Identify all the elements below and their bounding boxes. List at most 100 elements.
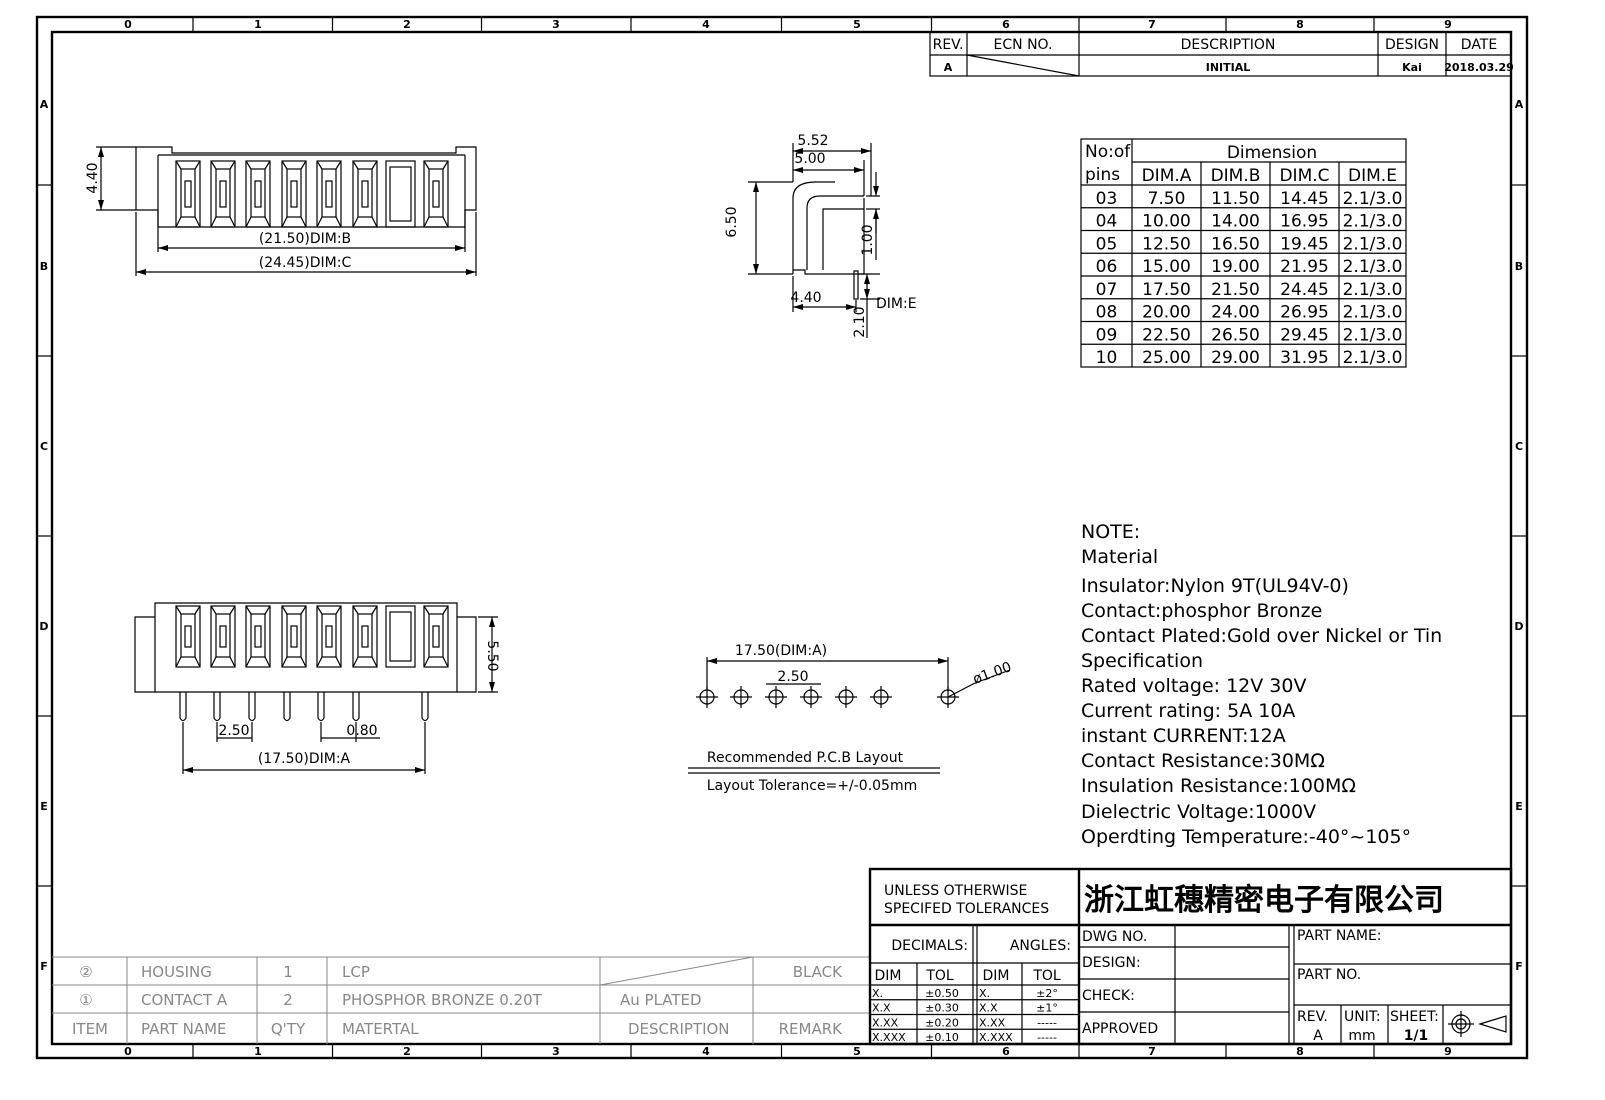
table-cell: 2.1/3.0 <box>1343 280 1403 300</box>
table-cell: 15.00 <box>1142 257 1191 277</box>
approved-label: APPROVED <box>1082 1021 1158 1037</box>
cavity-bevel <box>194 160 201 170</box>
side-width-1: 5.52 <box>797 133 828 149</box>
angle-dim: X.X <box>979 1002 998 1015</box>
contact-pin <box>421 692 429 722</box>
cavity-bevel <box>229 216 236 228</box>
cavity-bevel <box>210 216 217 228</box>
cavity-bevel <box>300 605 307 615</box>
tol-dim: X.X <box>872 1002 891 1015</box>
cavity-inner <box>215 613 231 658</box>
table-cell: 2.1/3.0 <box>1343 303 1403 323</box>
bom-header-description: DESCRIPTION <box>628 1020 730 1038</box>
contact-cavity <box>175 605 201 668</box>
cavity-bevel <box>245 216 252 228</box>
cavity-bevel <box>335 216 342 228</box>
column-header: DIM.E <box>1348 166 1397 186</box>
cavity-bevel <box>229 656 236 668</box>
bom-qty: 2 <box>283 991 293 1009</box>
cavity-inner <box>286 613 302 658</box>
zone-column-label: 5 <box>853 18 861 31</box>
contact-spring <box>254 625 262 648</box>
design-label: DESIGN: <box>1082 955 1141 971</box>
date-header: DATE <box>1461 37 1497 53</box>
table-cell: 16.50 <box>1211 234 1260 254</box>
column-header: DIM.B <box>1211 166 1261 186</box>
bom-item: ① <box>79 991 92 1009</box>
contact-pin <box>352 692 360 722</box>
table-cell: 16.95 <box>1280 212 1329 232</box>
cavity-inner <box>357 613 373 658</box>
cavity-inner <box>321 613 337 658</box>
top-view: 4.40 (21.50)DIM:B (24.45)DIM:C <box>85 146 477 276</box>
contact-pin <box>248 692 256 722</box>
side-offset-dim: 1.00 <box>860 224 876 255</box>
cavity-bevel <box>316 160 323 170</box>
angle-tol: ----- <box>1037 1016 1057 1029</box>
zone-column-label: 1 <box>254 1045 262 1058</box>
column-header: DIM.A <box>1142 166 1192 186</box>
zone-column-label: 3 <box>552 18 560 31</box>
zone-row-label: D <box>39 620 48 633</box>
contact-spring <box>432 180 440 208</box>
cavity-inner <box>180 613 196 658</box>
note-line: Contact:phosphor Bronze <box>1081 600 1322 622</box>
side-depth-dim: 4.40 <box>790 290 821 306</box>
bom-remark: BLACK <box>793 963 843 981</box>
tol-dim: X.XXX <box>872 1031 906 1044</box>
bom-part: CONTACT A <box>141 991 228 1009</box>
side-pin-length: 2.10 <box>852 306 868 337</box>
bom-material: LCP <box>342 963 370 981</box>
contact-cavity <box>385 160 416 228</box>
cavity-bevel <box>210 656 217 668</box>
tol-value: ±0.10 <box>925 1031 959 1044</box>
angle-tol: ----- <box>1037 1031 1057 1044</box>
pins-header-2: pins <box>1085 165 1120 185</box>
zone-column-label: 4 <box>702 18 710 31</box>
table-cell: 29.45 <box>1280 325 1329 345</box>
dim-a-label: (17.50)DIM:A <box>258 751 351 767</box>
cavity-inner <box>250 613 266 658</box>
cavity-bevel <box>423 216 430 228</box>
table-cell: 21.50 <box>1211 280 1260 300</box>
zone-column-label: 1 <box>254 18 262 31</box>
cavity-bevel <box>229 605 236 615</box>
zone-column-label: 7 <box>1148 1045 1156 1058</box>
zone-row-label: A <box>40 98 49 111</box>
contact-pin <box>179 692 187 722</box>
cavity-inner <box>428 613 444 658</box>
zone-column-label: 8 <box>1296 1045 1304 1058</box>
zone-column-label: 6 <box>1002 18 1010 31</box>
cavity-inner <box>321 168 337 218</box>
zone-column-label: 0 <box>124 18 132 31</box>
zone-column-label: 4 <box>702 1045 710 1058</box>
contact-spring <box>254 180 262 208</box>
check-label: CHECK: <box>1082 988 1135 1004</box>
zone-column-label: 6 <box>1002 1045 1010 1058</box>
bom-item: ② <box>79 963 92 981</box>
dim-c-label: (24.45)DIM:C <box>259 255 352 271</box>
pcb-dim-a: 17.50(DIM:A) <box>735 643 827 659</box>
cavity-bevel <box>281 605 288 615</box>
table-cell: 2.1/3.0 <box>1343 257 1403 277</box>
table-cell: 26.50 <box>1211 325 1260 345</box>
contact-cavity <box>210 605 236 668</box>
cavity-bevel <box>316 605 323 615</box>
side-view: 5.52 5.00 6.50 1.00 4.40 2.10 DIM:E <box>724 133 917 338</box>
table-cell: 14.45 <box>1280 189 1329 209</box>
cavity-inner <box>357 168 373 218</box>
table-cell: 31.95 <box>1280 348 1329 368</box>
revision-block: REV. ECN NO. DESCRIPTION DESIGN DATE A I… <box>929 31 1514 77</box>
table-cell: 05 <box>1096 234 1118 254</box>
note-line: Insulation Resistance:100MΩ <box>1081 775 1356 797</box>
table-cell: 07 <box>1096 280 1118 300</box>
bom-header-remark: REMARK <box>779 1020 844 1038</box>
description-header: DESCRIPTION <box>1181 37 1276 53</box>
cavity-bevel <box>300 216 307 228</box>
contact-cavity <box>316 160 342 228</box>
rev-header: REV. <box>933 37 964 53</box>
zone-row-label: C <box>1515 440 1523 453</box>
note-line: instant CURRENT:12A <box>1081 725 1286 747</box>
